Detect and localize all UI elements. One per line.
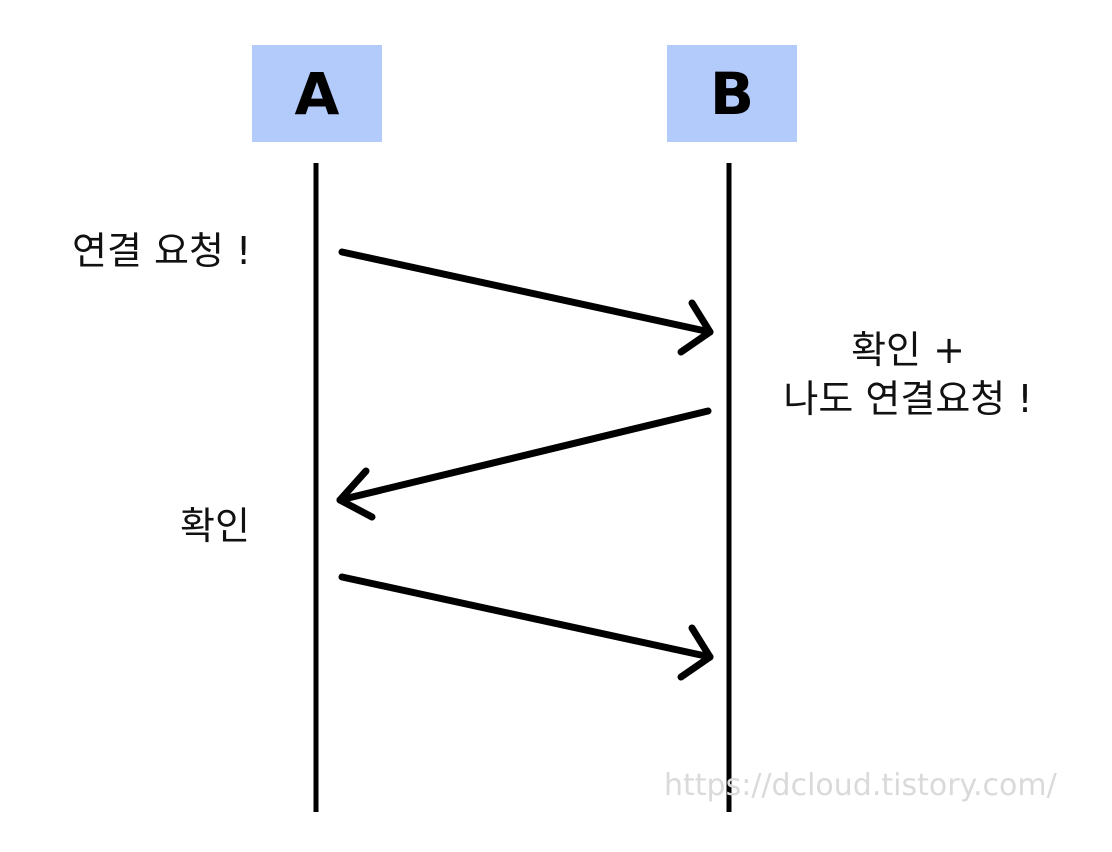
message-ack-request-line2: 나도 연결요청 ! xyxy=(783,377,1033,422)
message-request-label: 연결 요청 ! xyxy=(72,229,252,273)
message-ack-label: 확인 xyxy=(180,504,250,548)
node-a: A xyxy=(252,45,382,142)
node-b-label: B xyxy=(709,59,755,128)
node-a-label: A xyxy=(294,59,340,128)
arrow-ack-request xyxy=(336,407,712,521)
node-b: B xyxy=(667,45,797,142)
watermark-text: https://dcloud.tistory.com/ xyxy=(664,768,1057,803)
message-ack-request-label: 확인 + 나도 연결요청 ! xyxy=(748,326,1068,425)
arrow-ack xyxy=(338,573,714,681)
message-ack-request-line1: 확인 + xyxy=(851,328,965,372)
arrow-request xyxy=(338,248,714,356)
